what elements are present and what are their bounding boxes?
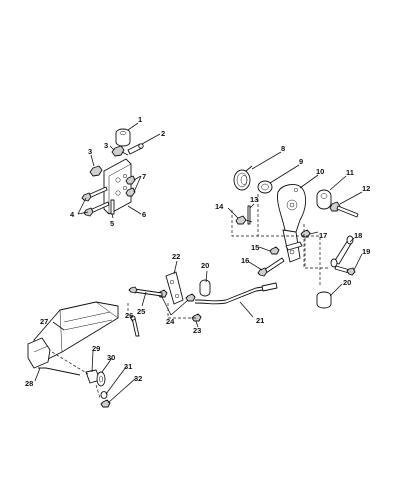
callout-17: 17 bbox=[319, 231, 327, 240]
part-14-nut bbox=[235, 215, 253, 225]
callout-8: 8 bbox=[281, 144, 285, 153]
part-8-spring bbox=[233, 165, 253, 191]
callout-23: 23 bbox=[193, 326, 201, 335]
part-26-pin bbox=[130, 315, 140, 337]
callout-16: 16 bbox=[241, 256, 249, 265]
part-12-bolt bbox=[329, 201, 359, 218]
part-23-nut bbox=[191, 313, 202, 322]
part-28-bar bbox=[38, 367, 81, 376]
part-21-rod bbox=[194, 282, 278, 305]
leader-lines bbox=[34, 122, 363, 404]
callout-26: 26 bbox=[125, 311, 133, 320]
part-22-lever bbox=[165, 271, 184, 305]
callout-11: 11 bbox=[346, 168, 354, 177]
assembly-dashed-lines bbox=[51, 194, 330, 399]
part-20-cap-lower bbox=[316, 291, 332, 309]
callout-19: 19 bbox=[362, 247, 370, 256]
lever-link-arm bbox=[282, 229, 303, 263]
callout-25: 25 bbox=[137, 307, 145, 316]
callout-24: 24 bbox=[166, 317, 175, 326]
callout-22: 22 bbox=[172, 252, 180, 261]
callout-6: 6 bbox=[142, 210, 146, 219]
callout-15: 15 bbox=[251, 243, 259, 252]
part-3-nut-lower bbox=[89, 165, 103, 177]
callout-14: 14 bbox=[215, 202, 224, 211]
part-7-nuts bbox=[125, 175, 136, 197]
part-25-rod bbox=[128, 286, 163, 297]
callout-28: 28 bbox=[25, 379, 33, 388]
part-32-nut bbox=[100, 399, 111, 408]
part-10-lever-plate bbox=[277, 184, 307, 239]
part-16-bolt bbox=[257, 257, 285, 277]
callout-labels: 1 2 3 3 4 5 6 7 8 9 10 11 12 13 14 15 16… bbox=[25, 115, 370, 388]
part-18-arm bbox=[330, 235, 354, 268]
part-30-washer bbox=[96, 371, 106, 387]
callout-2: 2 bbox=[161, 129, 165, 138]
callout-3-top: 3 bbox=[104, 141, 108, 150]
part-31-washer bbox=[100, 391, 108, 399]
part-13-pin bbox=[247, 205, 251, 225]
part-9-bushing bbox=[257, 180, 273, 194]
callout-12: 12 bbox=[362, 184, 370, 193]
part-20-cap-upper bbox=[199, 279, 211, 297]
part-1-cap bbox=[115, 128, 131, 147]
callout-7: 7 bbox=[142, 172, 146, 181]
part-27-frame bbox=[27, 301, 119, 369]
part-5-bolt bbox=[110, 199, 115, 215]
part-3-nut-top bbox=[111, 145, 129, 157]
callout-21: 21 bbox=[256, 316, 264, 325]
callout-3-lower: 3 bbox=[88, 147, 92, 156]
callout-4: 4 bbox=[70, 210, 75, 219]
part-19-bolt bbox=[334, 265, 356, 276]
callout-5: 5 bbox=[110, 219, 114, 228]
callout-20-right: 20 bbox=[343, 278, 351, 287]
callout-30: 30 bbox=[107, 353, 115, 362]
callout-20-center: 20 bbox=[201, 261, 209, 270]
callout-9: 9 bbox=[299, 157, 303, 166]
part-15-nut bbox=[269, 246, 280, 255]
callout-27: 27 bbox=[40, 317, 48, 326]
callout-31: 31 bbox=[124, 362, 132, 371]
part-2-pin bbox=[127, 143, 144, 155]
callout-1: 1 bbox=[138, 115, 142, 124]
part-11-bushing bbox=[316, 189, 332, 210]
part-17-nut bbox=[300, 229, 311, 238]
callout-10: 10 bbox=[316, 167, 324, 176]
callout-29: 29 bbox=[92, 344, 100, 353]
callout-18: 18 bbox=[354, 231, 362, 240]
callout-32: 32 bbox=[134, 374, 142, 383]
callout-13: 13 bbox=[250, 195, 258, 204]
